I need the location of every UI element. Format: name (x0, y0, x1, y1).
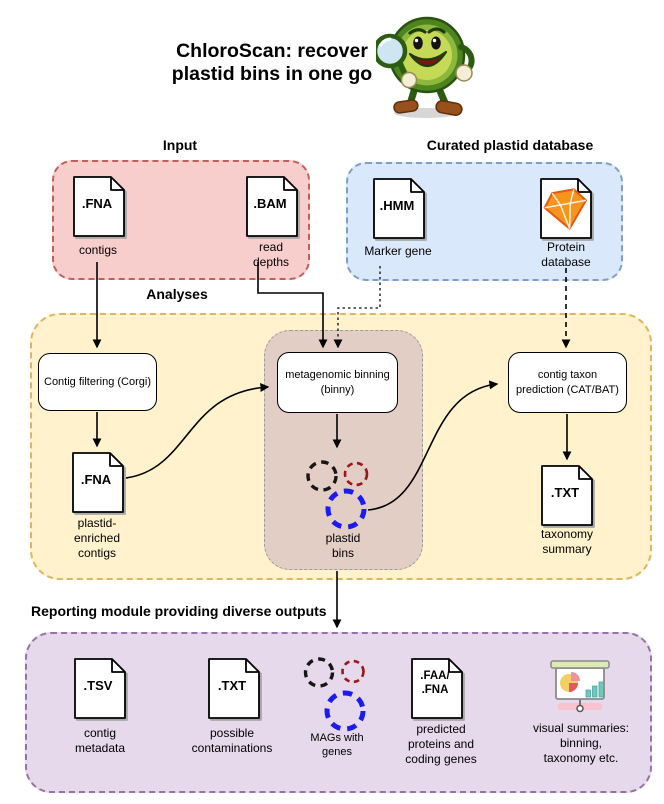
mascot-icon (376, 16, 475, 118)
mags-caption: MAGs with genes (310, 732, 364, 758)
plastid-bins-icon (306, 460, 369, 530)
corgi-node: Contig filtering (Corgi) (38, 353, 157, 411)
fna-enriched-file-icon: .FNA (71, 451, 125, 514)
report-section-label: Reporting module providing diverse outpu… (31, 603, 327, 619)
file-ext-label: .FAA/ .FNA (420, 670, 450, 696)
contaminations-caption: possible contaminations (191, 726, 273, 755)
protein-database-file-icon (539, 177, 593, 240)
txt-contaminations-file-icon: .TXT (207, 657, 261, 720)
visual-summaries-caption: visual summaries: binning, taxonomy etc. (532, 721, 630, 765)
diamond-gem-icon (543, 188, 587, 230)
txt-taxonomy-file-icon: .TXT (540, 464, 594, 527)
file-ext-label: .BAM (253, 196, 287, 211)
hmm-file-icon: .HMM (372, 177, 426, 240)
read-depths-caption: read depths (252, 240, 290, 269)
contigs-caption: contigs (78, 243, 118, 257)
input-section-label: Input (162, 137, 198, 153)
file-ext-label: .TXT (550, 485, 580, 500)
page-title: ChloroScan: recover plastid bins in one … (171, 40, 373, 85)
fna-input-file-icon: .FNA (72, 175, 126, 238)
file-ext-label: .FNA (80, 472, 112, 487)
analyses-section-label: Analyses (146, 286, 208, 302)
catbat-node: contig taxon prediction (CAT/BAT) (508, 352, 627, 413)
contig-metadata-caption: contig metadata (74, 726, 126, 755)
plastid-bins-caption: plastid bins (325, 531, 361, 560)
predicted-proteins-caption: predicted proteins and coding genes (405, 722, 477, 766)
protein-database-caption: Protein database (541, 240, 591, 269)
taxonomy-summary-caption: taxonomy summary (540, 527, 594, 556)
report-zone (25, 632, 652, 793)
enriched-contigs-caption: plastid- enriched contigs (73, 516, 121, 560)
bam-file-icon: .BAM (245, 175, 299, 238)
file-ext-label: .TSV (83, 678, 113, 693)
tsv-file-icon: .TSV (73, 657, 127, 720)
database-section-label: Curated plastid database (426, 137, 594, 153)
file-ext-label: .FNA (81, 196, 113, 211)
visual-summaries-icon (550, 660, 610, 713)
faa-fna-file-icon: .FAA/ .FNA (410, 657, 464, 720)
binny-node: metagenomic binning (binny) (277, 352, 398, 413)
file-ext-label: .TXT (217, 678, 247, 693)
marker-gene-caption: Marker gene (364, 244, 432, 258)
mags-bins-icon (303, 657, 366, 732)
file-ext-label: .HMM (379, 198, 415, 213)
